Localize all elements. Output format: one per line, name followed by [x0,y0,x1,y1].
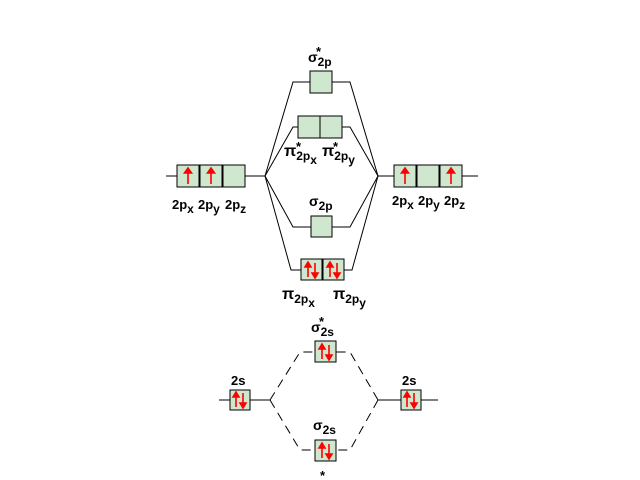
left-2pz-box [222,164,246,188]
right-atom-2s-orbital: 2s [400,373,422,411]
dashed-left-to-sigma-2s [269,399,315,451]
right-2s-label: 2s [402,373,416,388]
left-2p-labels: 2px 2py 2pz [172,197,246,216]
sigma-2p-label: σ2p [309,193,333,213]
line-right-to-pi-star-2p [342,126,379,177]
electron-pair-icon [303,260,320,280]
pi-star-2py-box [319,115,343,139]
line-right-to-pi-2p [344,175,379,271]
up-arrow-icon [182,166,194,184]
sigma-star-2s-orbital: σ2s * [311,314,337,363]
left-2s-label: 2s [231,373,245,388]
pi-star-2px-label: π2px [284,143,317,167]
line-left-to-pi-star-2p [264,126,298,177]
sigma-2s-orbital: σ2s [313,417,337,462]
left-atom-2p-orbitals [176,164,246,188]
left-2pz-label: 2pz [225,197,246,216]
up-arrow-icon [445,166,457,184]
pi-2px-label: π2px [282,286,315,310]
pi-2py-box [322,258,345,281]
left-atom-2s-orbital: 2s [229,373,251,411]
sigma-star-2p-orbital: σ2p * [308,44,333,94]
line-left-to-pi-2p [264,175,301,271]
dashed-right-to-sigma-star-2s [336,351,379,401]
pi-star-2p-orbitals: π2px * π2py * [284,115,355,167]
pi-star-2px-box [297,115,321,139]
electron-pair-icon [317,441,334,461]
sigma-star-2p-box [309,70,333,94]
sigma-star-2s-star: * [319,314,325,329]
right-2py-box [416,164,440,188]
right-2pz-label: 2pz [444,193,465,212]
pi-2px-box [300,258,323,281]
right-2s-box [400,389,422,411]
up-arrow-icon [205,166,217,184]
sigma-2p-box [310,215,333,238]
sigma-2s-box [314,439,337,462]
pi-2p-orbitals: π2px π2py [282,258,366,310]
line-right-to-sigma-2p [332,175,379,228]
pi-star-2px-star: * [296,139,302,154]
left-2px-label: 2px [172,197,194,216]
sigma-2s-label: σ2s [313,417,336,437]
electron-pair-icon [231,390,248,410]
pi-star-2py-label: π2py [322,143,355,167]
electron-pair-icon [325,260,342,280]
bottom-cut-star: * [320,468,326,480]
pi-2py-label: π2py [333,286,366,310]
sigma-star-2s-box [314,340,337,363]
right-atom-2p-orbitals [393,164,463,188]
sigma-star-2p-star: * [316,44,322,59]
electron-pair-icon [317,342,334,362]
line-left-to-sigma-2p [264,175,311,228]
dashed-right-to-sigma-2s [336,399,379,451]
sigma-star-2s-label: σ2s [311,319,334,339]
right-2p-labels: 2px 2py 2pz [392,193,465,212]
dashed-left-to-sigma-star-2s [269,351,315,401]
line-left-to-sigma-star-2p [264,81,310,177]
right-2px-label: 2px [392,193,414,212]
left-2py-label: 2py [198,197,220,216]
line-right-to-sigma-star-2p [332,81,379,177]
up-arrow-icon [399,166,411,184]
sigma-star-2p-label: σ2p [308,49,332,69]
electron-pair-icon [402,390,419,410]
right-2py-label: 2py [418,193,440,212]
sigma-2p-orbital: σ2p [309,193,333,238]
pi-star-2py-star: * [333,139,339,154]
left-2s-box [229,389,251,411]
